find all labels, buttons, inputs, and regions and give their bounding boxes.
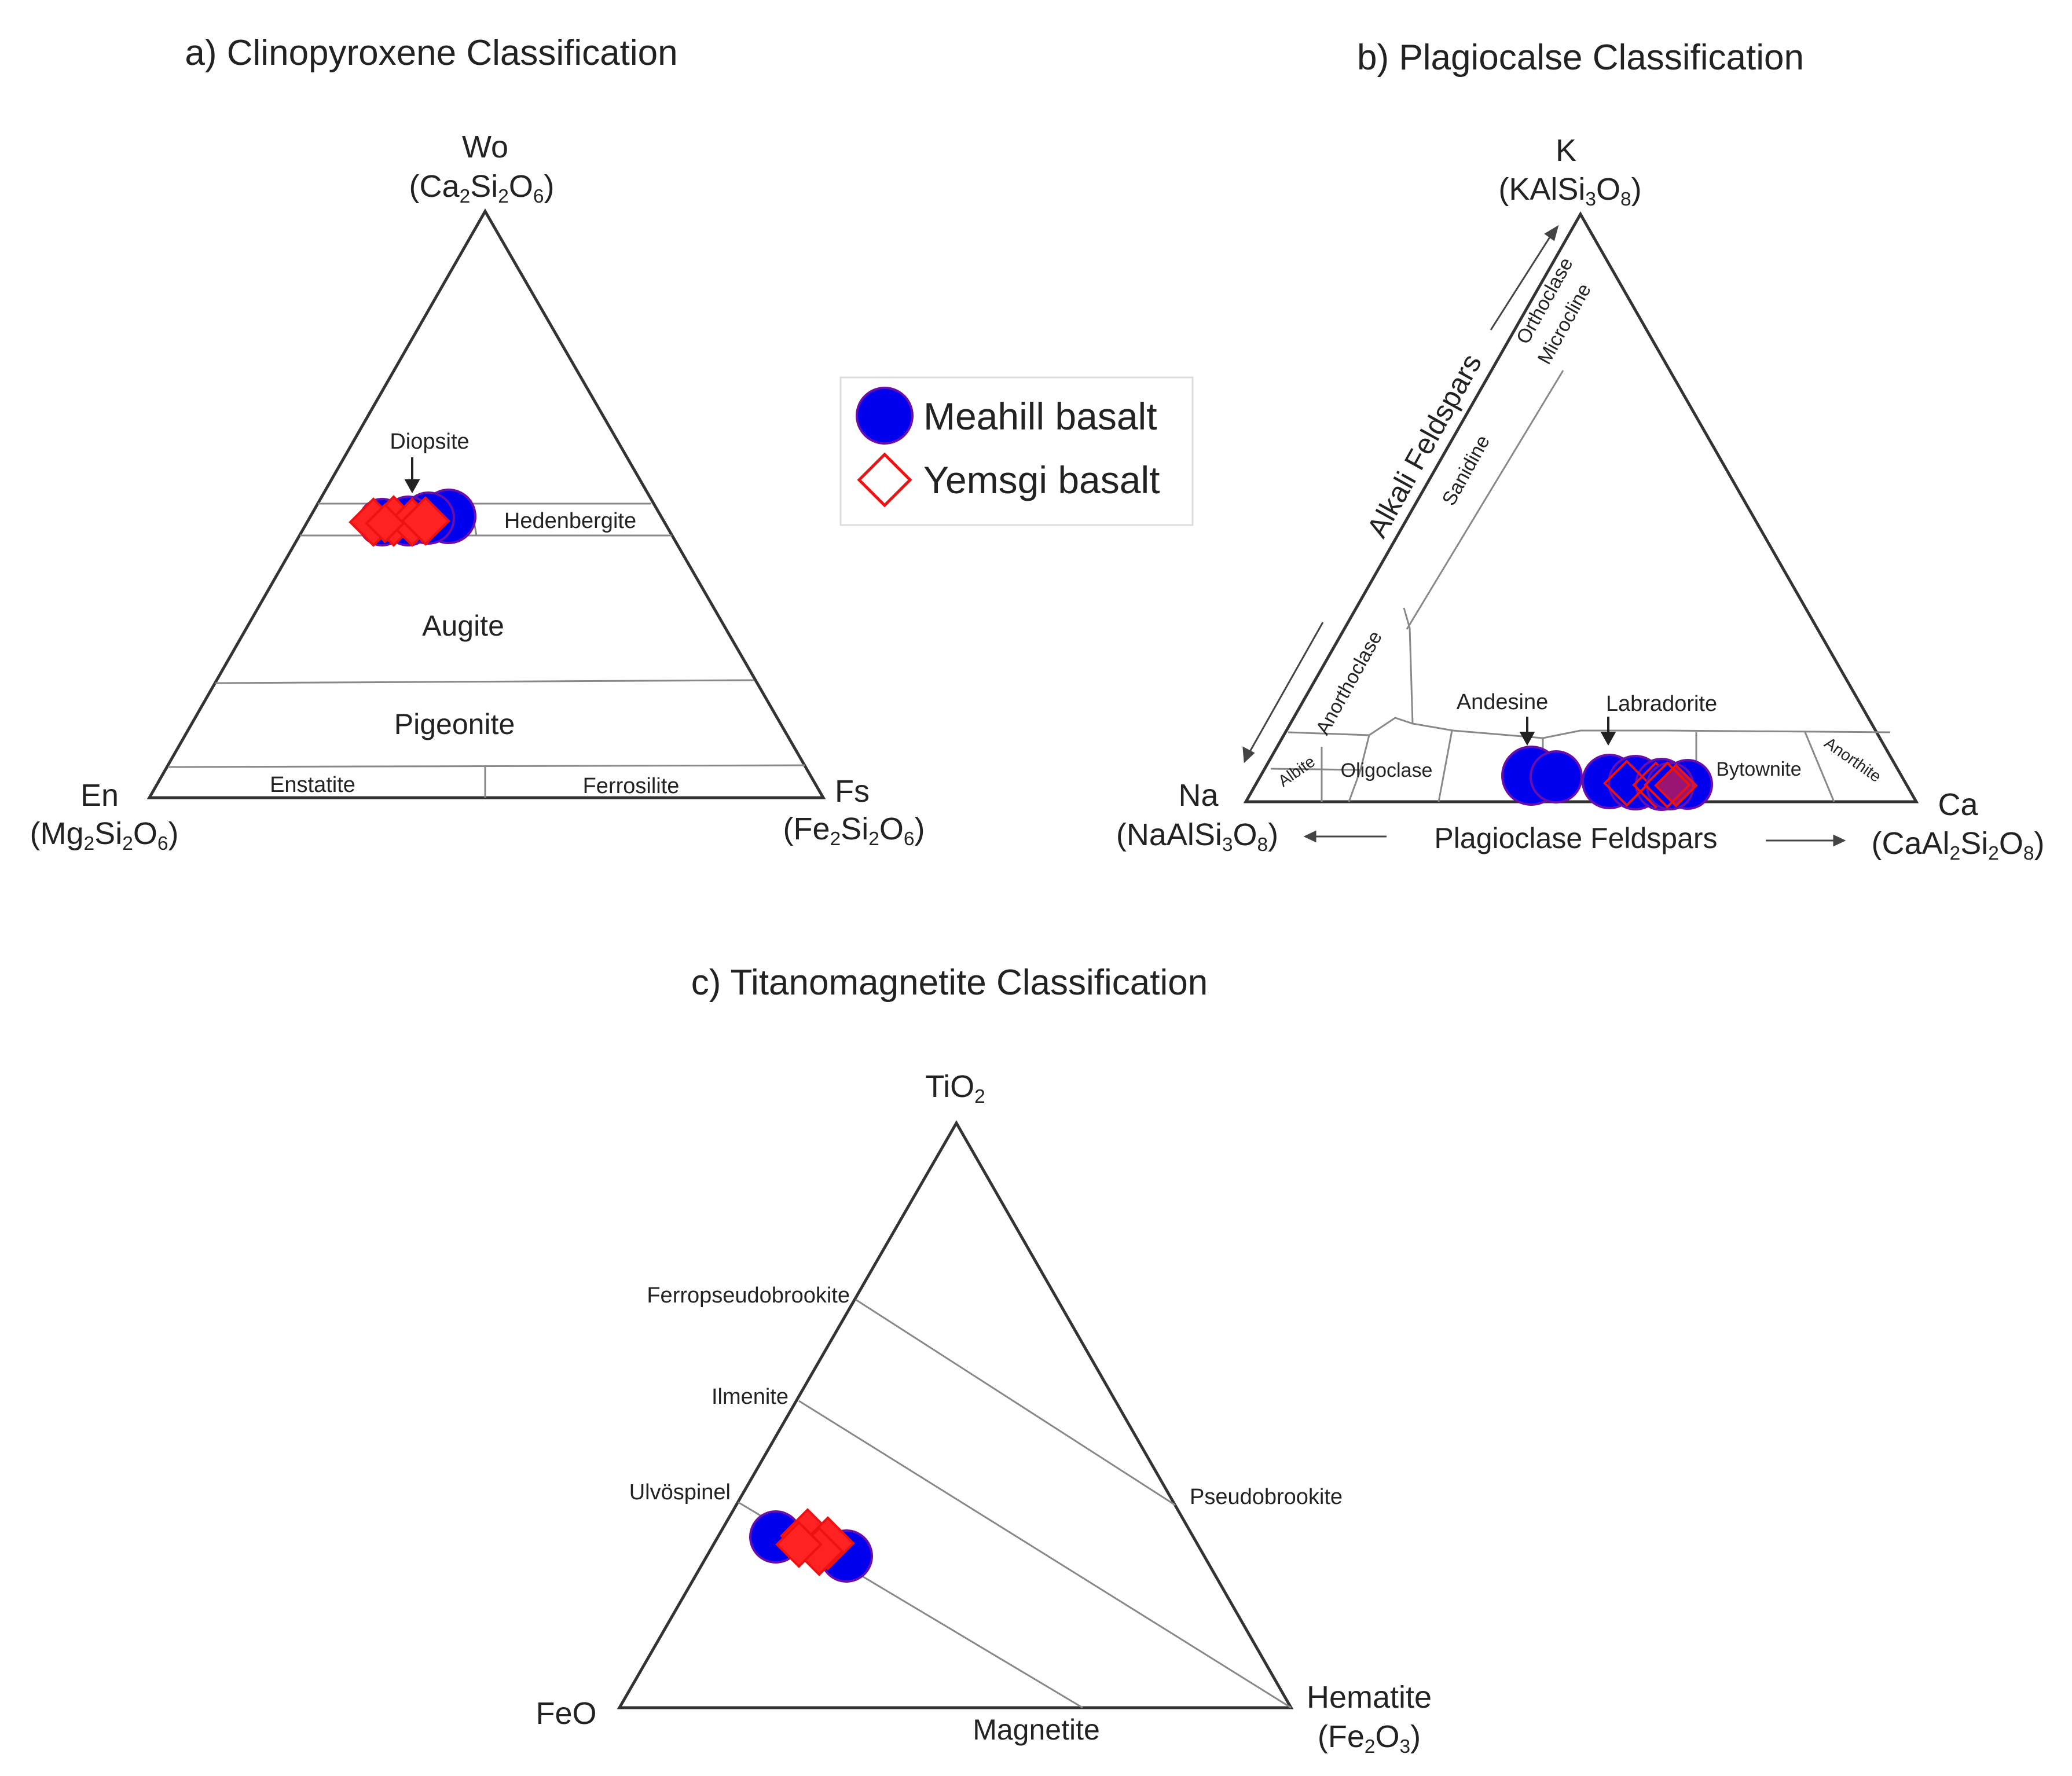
panel-c-data-points: [749, 1508, 873, 1583]
label-ilmenite: Ilmenite: [712, 1385, 789, 1409]
field-label-anorthite: Anorthite: [1821, 733, 1885, 786]
panel-b-apex-top-formula: (KAlSi3O8): [1498, 172, 1641, 210]
panel-b-field-boundaries: [1270, 370, 1891, 802]
field-label-anorthoclase: Anorthoclase: [1312, 628, 1387, 739]
panel-a-apex-left-formula: (Mg2Si2O6): [30, 816, 179, 854]
panel-b-apex-right-formula: (CaAl2Si2O8): [1872, 826, 2045, 864]
panel-c-apex-right-formula: (Fe2O3): [1318, 1719, 1421, 1757]
label-ferropseudobrookite: Ferropseudobrookite: [647, 1283, 850, 1308]
panel-a-data-points: [349, 489, 476, 547]
panel-c-apex-right-name: Hematite: [1307, 1680, 1432, 1715]
yemsgi-point: [1654, 764, 1698, 808]
field-label-albite: Albite: [1275, 752, 1318, 790]
panel-b-apex-left-formula: (NaAlSi3O8): [1116, 817, 1278, 856]
andesine-arrow: [1519, 717, 1535, 746]
panel-a-apex-top-formula: (Ca2Si2O6): [409, 169, 555, 207]
panel-a-field-boundaries: [167, 502, 805, 798]
yemsgi-point: [1644, 761, 1691, 809]
legend: Meahill basalt Yemsgi basalt: [839, 376, 1194, 526]
panel-b-data-points: [1501, 746, 1713, 811]
panel-a-apex-right-formula: (Fe2Si2O6): [783, 812, 925, 850]
field-label-enstatite: Enstatite: [270, 773, 355, 797]
field-label-pigeonite: Pigeonite: [394, 708, 515, 740]
label-magnetite: Magnetite: [973, 1713, 1100, 1746]
labradorite-arrow: [1600, 717, 1616, 746]
field-label-bytownite: Bytownite: [1716, 758, 1801, 780]
panel-c-title: c) Titanomagnetite Classification: [691, 963, 1208, 1003]
field-label-andesine: Andesine: [1457, 690, 1548, 714]
legend-yemsgi-label: Yemsgi basalt: [923, 458, 1160, 501]
yemsgi-point: [401, 496, 450, 546]
panel-b-title: b) Plagiocalse Classification: [1357, 38, 1804, 78]
panel-b-triangle: [1243, 211, 1919, 803]
panel-c-apex-top: TiO2: [925, 1069, 985, 1107]
panel-b-plagioclase-arrow: [1303, 830, 1846, 847]
panel-a-apex-left-name: En: [80, 778, 119, 813]
panel-a-title: a) Clinopyroxene Classification: [185, 33, 677, 73]
panel-a-triangle: [146, 208, 826, 799]
label-ulvospinel: Ulvöspinel: [629, 1480, 731, 1505]
side-label-plagioclase-feldspars: Plagioclase Feldspars: [1434, 822, 1717, 854]
field-label-oligoclase: Oligoclase: [1341, 759, 1433, 781]
field-label-labradorite: Labradorite: [1606, 692, 1717, 716]
panel-b-apex-top-name: K: [1556, 133, 1576, 168]
legend-yemsgi-marker: [857, 452, 912, 508]
panel-b-apex-right-name: Ca: [1938, 787, 1978, 822]
field-label-augite: Augite: [422, 610, 504, 642]
panel-c-triangle: [617, 1120, 1294, 1709]
panel-a-clinopyroxene: a) Clinopyroxene Classification Wo (Ca2S…: [30, 33, 925, 854]
field-label-hedenbergite: Hedenbergite: [504, 509, 636, 533]
legend-meahill-label: Meahill basalt: [923, 395, 1157, 438]
field-label-diopside: Diopsite: [390, 430, 469, 454]
field-label-ferrosilite: Ferrosilite: [583, 774, 680, 798]
panel-a-apex-top-name: Wo: [462, 130, 508, 164]
panel-a-apex-right-name: Fs: [835, 774, 870, 809]
diopside-arrow: [404, 457, 420, 494]
legend-meahill-marker: [856, 387, 914, 445]
panel-c-titanomagnetite: c) Titanomagnetite Classification TiO2 F…: [536, 963, 1432, 1757]
panel-c-apex-left: FeO: [536, 1696, 596, 1731]
yemsgi-point: [365, 503, 405, 544]
label-pseudobrookite: Pseudobrookite: [1190, 1485, 1343, 1509]
panel-b-plagioclase: b) Plagiocalse Classification: [1116, 38, 2045, 864]
panel-b-apex-left-name: Na: [1178, 778, 1219, 813]
yemsgi-point: [775, 1521, 823, 1568]
meahill-point: [1530, 750, 1583, 803]
panel-b-alkali-arrow: [1242, 225, 1559, 764]
